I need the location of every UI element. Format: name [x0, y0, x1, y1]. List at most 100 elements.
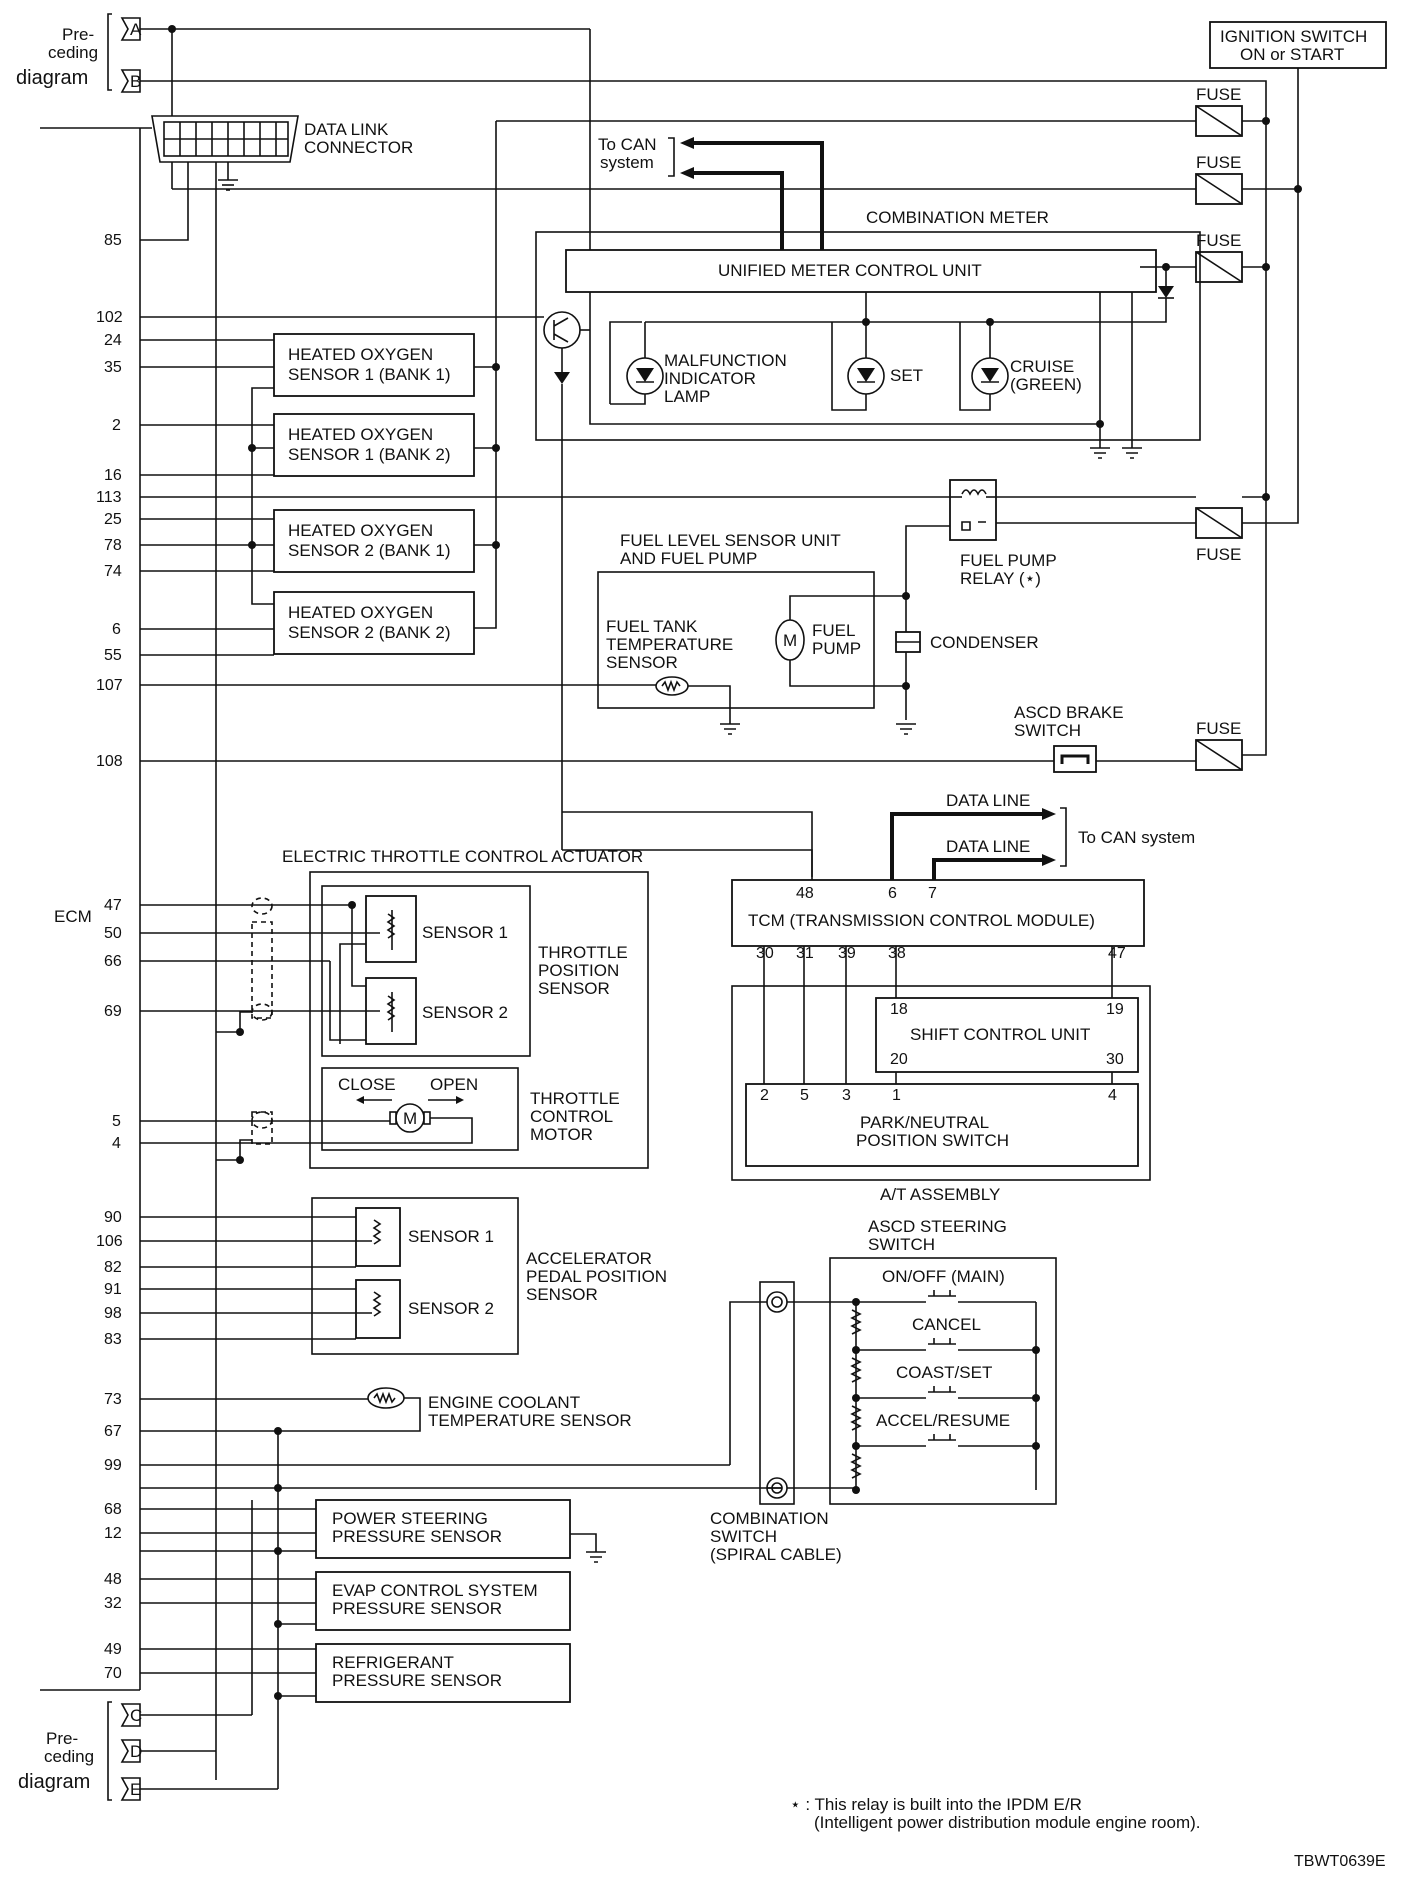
connector-a-tab [120, 17, 141, 41]
tcm-pin-48: 48 [796, 885, 814, 902]
combination-switch-line3: (SPIRAL CABLE) [710, 1545, 842, 1564]
combination-meter: COMBINATION METER UNIFIED METER CONTROL … [535, 208, 1201, 877]
ecm-pin-66: 66 [104, 953, 122, 970]
tps-sensor-1-icon [365, 895, 417, 963]
ecm-pin-25: 25 [104, 511, 122, 528]
combination-meter-title: COMBINATION METER [866, 208, 1049, 227]
ps-sensor-line1: POWER STEERING [332, 1509, 488, 1528]
switch-coastset-icon [928, 1386, 956, 1393]
evap-sensor-box [315, 1571, 571, 1631]
app-sensor-2-label: SENSOR 2 [408, 1299, 494, 1318]
ho2s-1-bank2-line2: SENSOR 1 (BANK 2) [288, 445, 451, 464]
pnp-line2: POSITION SWITCH [856, 1131, 1009, 1150]
connector-d-tab [120, 1739, 141, 1763]
at-assembly: 18 19 SHIFT CONTROL UNIT 20 30 2 5 3 1 4… [731, 946, 1151, 1204]
ascd-accelresume-label: ACCEL/RESUME [876, 1411, 1010, 1430]
etc-actuator-box [309, 871, 649, 1169]
pnp-line1: PARK/NEUTRAL [860, 1113, 989, 1132]
ignition-switch: IGNITION SWITCH ON or START [1209, 21, 1387, 69]
throttle-motor-line1: THROTTLE [530, 1089, 620, 1108]
tcm-pin-47: 47 [1108, 945, 1126, 962]
connector-e-label: E [130, 1780, 141, 1799]
ascd-steering-line1: ASCD STEERING [868, 1217, 1007, 1236]
pnp-pin-3: 3 [842, 1087, 851, 1104]
ecm-pin-24: 24 [104, 332, 122, 349]
fuel-tank-temp-line1: FUEL TANK [606, 617, 698, 636]
ascd-steering-line2: SWITCH [868, 1235, 935, 1254]
condenser: CONDENSER [895, 631, 1039, 735]
accelerator-pedal-position-sensor: SENSOR 1 SENSOR 2 ACCELERATOR PEDAL POSI… [140, 1197, 667, 1355]
ho2s-1-bank1-line2: SENSOR 1 (BANK 1) [288, 365, 451, 384]
ecm-pin-4: 4 [112, 1135, 121, 1152]
tcm-data-lines: DATA LINE DATA LINE To CAN system [890, 791, 1195, 880]
ps-sensor-line2: PRESSURE SENSOR [332, 1527, 502, 1546]
tcm-box [731, 879, 1145, 947]
data-line-1-label: DATA LINE [946, 791, 1030, 810]
footnote-line2: (Intelligent power distribution module e… [814, 1813, 1200, 1832]
tcm-label: TCM (TRANSMISSION CONTROL MODULE) [748, 911, 1095, 930]
ascd-cancel-label: CANCEL [912, 1315, 981, 1334]
app-sensor-1-label: SENSOR 1 [408, 1227, 494, 1246]
switch-onoff-icon [928, 1290, 956, 1297]
connector-c-tab [120, 1703, 141, 1727]
tcm-pin-31: 31 [796, 945, 814, 962]
connector-c-label: C [130, 1706, 142, 1725]
ecm-pin-32: 32 [104, 1595, 122, 1612]
ecm-pin-70: 70 [104, 1665, 122, 1682]
tcm-pin-30: 30 [756, 945, 774, 962]
ecm-pin-35: 35 [104, 359, 122, 376]
ecm-pin-67: 67 [104, 1423, 122, 1440]
preceding-top-bracket [107, 13, 112, 91]
ecm-pin-47: 47 [104, 897, 122, 914]
tps-line3: SENSOR [538, 979, 610, 998]
ho2s-2-bank1 [273, 509, 475, 573]
mil-line1: MALFUNCTION [664, 351, 787, 370]
ecm-pin-83: 83 [104, 1331, 122, 1348]
fuse-1-label: FUSE [1196, 85, 1241, 104]
fuses: FUSE FUSE FUSE FUSE FUSE [1195, 85, 1243, 771]
footnote-line1: ⋆ : This relay is built into the IPDM E/… [790, 1795, 1082, 1814]
ecm-pin-5: 5 [112, 1113, 121, 1130]
ecm-pin-74: 74 [104, 563, 122, 580]
ecm-pin-73: 73 [104, 1391, 122, 1408]
ecm-pin-48: 48 [104, 1571, 122, 1588]
set-lamp-label: SET [890, 366, 923, 385]
fuel-level-box [597, 571, 875, 709]
tps-sensor-1-label: SENSOR 1 [422, 923, 508, 942]
ho2s-2-bank2-line2: SENSOR 2 (BANK 2) [288, 623, 451, 642]
ecm-pin-113: 113 [96, 489, 122, 506]
data-link-connector: DATA LINK CONNECTOR [40, 115, 413, 1780]
throttle-motor-line3: MOTOR [530, 1125, 593, 1144]
shift-control-unit-box [875, 997, 1139, 1073]
ascd-brake-line2: SWITCH [1014, 721, 1081, 740]
preceding-diagram-top: Pre- ceding diagram A B [16, 13, 142, 93]
ecm-pin-50: 50 [104, 925, 122, 942]
ignition-line1: IGNITION SWITCH [1220, 27, 1367, 46]
ho2s-1-bank2 [273, 413, 475, 477]
connector-b-tab [120, 69, 141, 93]
combination-switch-line2: SWITCH [710, 1527, 777, 1546]
scu-pin-30: 30 [1106, 1051, 1124, 1068]
fuse-2-label: FUSE [1196, 153, 1241, 172]
dlc-body [151, 115, 299, 163]
app-line2: PEDAL POSITION [526, 1267, 667, 1286]
fuel-pump-line2: PUMP [812, 639, 861, 658]
throttle-motor-symbol: M [403, 1109, 417, 1128]
fuel-level-line1: FUEL LEVEL SENSOR UNIT [620, 531, 841, 550]
at-assembly-label: A/T ASSEMBLY [880, 1185, 1000, 1204]
ho2s-1-bank1-line1: HEATED OXYGEN [288, 345, 433, 364]
connector-a-label: A [130, 20, 142, 39]
ecm-pin-69: 69 [104, 1003, 122, 1020]
ignition-line2: ON or START [1240, 45, 1344, 64]
dlc-line1: DATA LINK [304, 120, 389, 139]
fuel-pump-relay-box [949, 479, 997, 541]
connector-b-label: B [130, 72, 141, 91]
spiral-cable-top-icon [766, 1291, 788, 1313]
connector-e-tab [120, 1777, 141, 1801]
cruise-line2: (GREEN) [1010, 375, 1082, 394]
fuel-pump-relay: FUEL PUMP RELAY (⋆) [905, 479, 1196, 720]
fuse-5-label: FUSE [1196, 719, 1241, 738]
combination-switch: COMBINATION SWITCH (SPIRAL CABLE) [710, 1281, 856, 1564]
